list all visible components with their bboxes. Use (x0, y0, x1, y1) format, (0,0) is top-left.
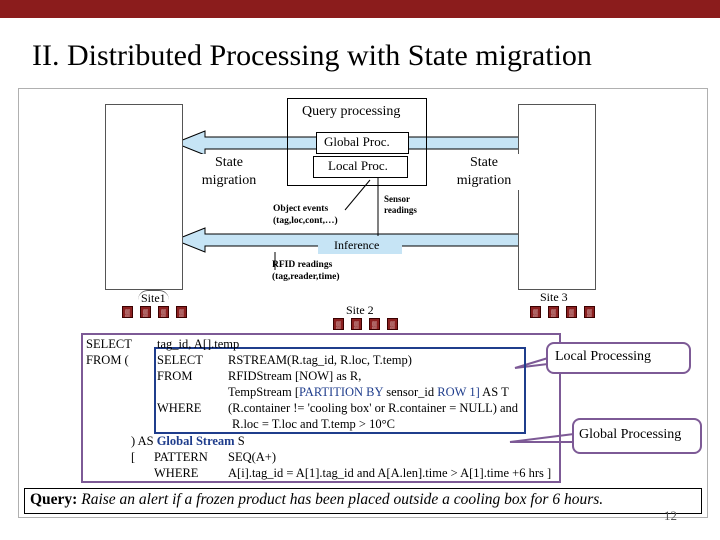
local-processing-label: Local Processing (555, 349, 652, 364)
top-bar (0, 0, 720, 18)
rfid-tag-icon: ▒ (158, 306, 169, 318)
sql-where2-kw: WHERE (154, 466, 199, 480)
rfid-readings-label: RFID readings (tag,reader,time) (272, 260, 340, 282)
inference-label: Inference (334, 238, 380, 252)
rfid-tag-icon: ▒ (122, 306, 133, 318)
rfid-tag-icon: ▒ (584, 306, 595, 318)
sql-pattern-kw: PATTERN (154, 450, 208, 464)
content-frame (18, 88, 708, 518)
site3-column (518, 104, 596, 290)
sql-inner-select-cols: RSTREAM(R.tag_id, R.loc, T.temp) (228, 353, 412, 367)
sql-from-line2: TempStream [PARTITION BY sensor_id ROW 1… (228, 385, 509, 399)
sql-line-from: FROM ( (86, 353, 129, 367)
query-description-box (24, 488, 702, 514)
sql-pattern-val: SEQ(A+) (228, 450, 277, 464)
sql-bracket: [ (131, 450, 136, 464)
rfid-tag-icon: ▒ (333, 318, 344, 330)
site2-label: Site 2 (346, 303, 374, 317)
page-number: 12 (664, 508, 677, 523)
sql-inner-where: WHERE (157, 401, 202, 415)
sql-line-select: SELECT (86, 337, 132, 351)
global-proc-box (316, 132, 409, 154)
sql-inner-select: SELECT (157, 353, 203, 367)
slide-title: II. Distributed Processing with State mi… (32, 39, 592, 72)
local-processing-callout (546, 342, 691, 374)
sensor-readings-label: Sensor readings (384, 194, 417, 215)
query-description-label: Query: (30, 491, 78, 508)
rfid-tag-icon: ▒ (351, 318, 362, 330)
site1-label: Site1 (138, 290, 169, 306)
site1-column (105, 104, 183, 290)
query-processing-label: Query processing (300, 104, 403, 120)
rfid-tag-icon: ▒ (387, 318, 398, 330)
sql-inner-from: FROM (157, 369, 193, 383)
state-migration-left-label: State migration (193, 154, 265, 190)
query-description-text: Raise an alert if a frozen product has b… (81, 491, 604, 508)
local-proc-box (313, 156, 408, 178)
sql-from-line1: RFIDStream [NOW] as R, (228, 369, 362, 383)
local-proc-label: Local Proc. (328, 158, 388, 173)
sql-as-global: ) AS Global Stream S (131, 434, 245, 448)
site3-label: Site 3 (540, 290, 568, 304)
inference-box (318, 236, 402, 254)
sql-select-cols: tag_id, A[].temp (157, 337, 240, 351)
sql-where2-val: A[i].tag_id = A[1].tag_id and A[A.len].t… (228, 466, 552, 480)
rfid-tag-icon: ▒ (176, 306, 187, 318)
site2-query-processing-box (287, 98, 427, 186)
global-processing-callout (572, 418, 702, 454)
state-migration-right-label: State migration (448, 154, 520, 190)
rfid-tag-icon: ▒ (369, 318, 380, 330)
global-query-box (81, 333, 561, 483)
global-processing-label: Global Processing (579, 427, 682, 442)
rfid-tag-icon: ▒ (140, 306, 151, 318)
global-proc-label: Global Proc. (324, 134, 390, 149)
local-subquery-box (154, 347, 526, 434)
rfid-tag-icon: ▒ (548, 306, 559, 318)
object-events-label: Object events (tag,loc,cont,…) (273, 204, 338, 226)
sql-where-line1: (R.container != 'cooling box' or R.conta… (228, 401, 519, 415)
rfid-tag-icon: ▒ (566, 306, 577, 318)
query-description: Query: Raise an alert if a frozen produc… (30, 491, 603, 509)
rfid-tag-icon: ▒ (530, 306, 541, 318)
sql-where-line2: R.loc = T.loc and T.temp > 10°C (232, 417, 395, 431)
